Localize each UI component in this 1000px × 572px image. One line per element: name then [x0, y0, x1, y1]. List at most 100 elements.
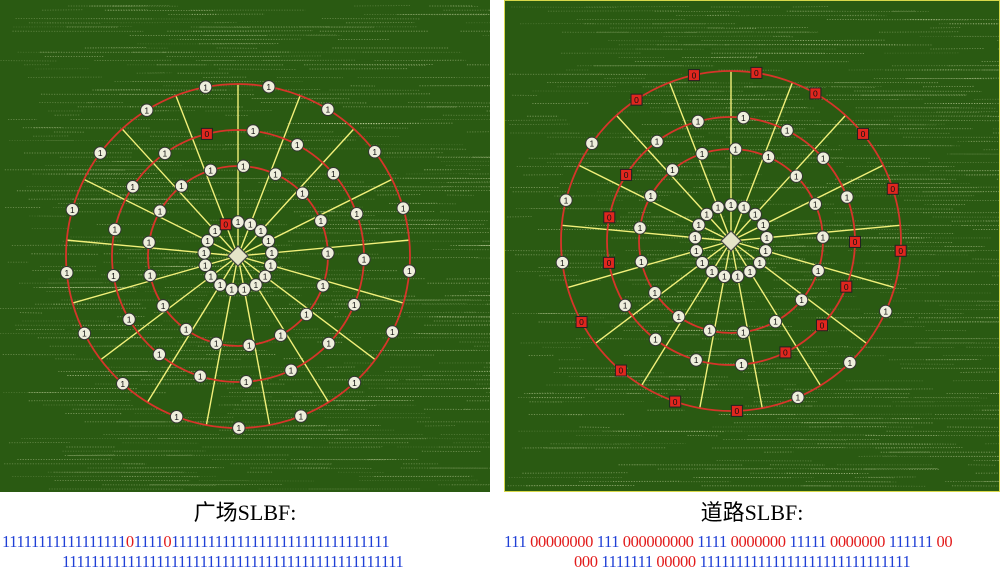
bit-one: 1 — [707, 552, 714, 571]
node-one: 1 — [296, 187, 308, 199]
bit-one: 1 — [104, 532, 111, 551]
bit-one: 1 — [134, 532, 141, 551]
node-one: 1 — [403, 265, 415, 277]
node-one: 1 — [666, 164, 678, 176]
bit-one: 1 — [96, 532, 103, 551]
node-one: 1 — [263, 81, 275, 93]
bit-zero: 0 — [546, 532, 554, 551]
svg-text:1: 1 — [813, 199, 818, 209]
svg-text:1: 1 — [289, 365, 294, 375]
node-one: 1 — [66, 204, 78, 216]
bit-one: 1 — [902, 552, 910, 571]
bit-zero: 0 — [590, 552, 598, 571]
bit-zero: 0 — [664, 552, 672, 571]
svg-text:1: 1 — [127, 315, 132, 325]
bit-one: 1 — [852, 552, 859, 571]
square-bit-sequence-line-2: 1111111111111111111111111111111111111111… — [62, 552, 403, 572]
road-slbf-title: 道路SLBF: — [504, 500, 1000, 526]
svg-text:1: 1 — [710, 267, 715, 277]
bit-zero: 0 — [163, 532, 171, 551]
svg-text:1: 1 — [623, 301, 628, 311]
node-one: 1 — [322, 103, 334, 115]
node-one: 1 — [690, 354, 702, 366]
node-zero: 0 — [621, 169, 632, 180]
bit-zero: 0 — [672, 552, 680, 571]
node-zero: 0 — [604, 212, 615, 223]
bit-one: 1 — [67, 532, 74, 551]
node-one: 1 — [285, 364, 297, 376]
svg-text:1: 1 — [742, 203, 747, 213]
node-one: 1 — [266, 247, 278, 259]
node-zero: 0 — [895, 245, 906, 256]
svg-text:1: 1 — [694, 246, 699, 256]
bit-one: 1 — [98, 552, 105, 571]
bit-one: 1 — [338, 552, 345, 571]
svg-text:1: 1 — [236, 217, 241, 227]
svg-text:1: 1 — [163, 149, 168, 159]
node-one: 1 — [817, 152, 829, 164]
svg-text:1: 1 — [304, 310, 309, 320]
svg-text:1: 1 — [203, 82, 208, 92]
bit-one: 1 — [697, 532, 704, 551]
svg-text:1: 1 — [707, 326, 712, 336]
node-one: 1 — [153, 348, 165, 360]
bit-zero: 0 — [680, 552, 688, 571]
svg-text:1: 1 — [653, 288, 658, 298]
node-one: 1 — [159, 147, 171, 159]
svg-text:1: 1 — [796, 392, 801, 402]
node-one: 1 — [243, 339, 255, 351]
node-one: 1 — [397, 202, 409, 214]
svg-text:0: 0 — [735, 406, 740, 416]
bit-zero: 0 — [530, 532, 538, 551]
bit-one: 1 — [75, 532, 82, 551]
node-one: 1 — [262, 235, 274, 247]
node-zero: 0 — [576, 317, 587, 328]
svg-text:1: 1 — [266, 236, 271, 246]
bit-one: 1 — [185, 552, 192, 571]
bit-one: 1 — [113, 552, 120, 571]
node-zero: 0 — [887, 183, 898, 194]
bit-one: 1 — [367, 552, 374, 571]
node-one: 1 — [291, 139, 303, 151]
node-one: 1 — [144, 269, 156, 281]
bit-one: 1 — [910, 532, 917, 551]
svg-text:1: 1 — [821, 232, 826, 242]
node-one: 1 — [275, 329, 287, 341]
svg-text:1: 1 — [883, 307, 888, 317]
bit-zero: 0 — [686, 532, 694, 551]
node-one: 1 — [729, 143, 741, 155]
node-one: 1 — [696, 256, 708, 268]
bit-zero: 0 — [678, 532, 686, 551]
node-one: 1 — [703, 324, 715, 336]
svg-text:1: 1 — [263, 272, 268, 282]
bit-one: 1 — [9, 532, 16, 551]
bit-zero: 0 — [877, 532, 885, 551]
node-one: 1 — [205, 270, 217, 282]
node-one: 1 — [673, 311, 685, 323]
svg-text:1: 1 — [700, 258, 705, 268]
bit-zero: 0 — [688, 552, 696, 571]
svg-text:1: 1 — [174, 412, 179, 422]
node-one: 1 — [769, 315, 781, 327]
bit-one: 1 — [815, 552, 822, 571]
svg-text:1: 1 — [295, 140, 300, 150]
svg-text:1: 1 — [763, 246, 768, 256]
svg-text:1: 1 — [161, 301, 166, 311]
node-one: 1 — [790, 170, 802, 182]
svg-text:1: 1 — [236, 423, 241, 433]
svg-text:1: 1 — [696, 220, 701, 230]
svg-text:1: 1 — [158, 206, 163, 216]
svg-text:1: 1 — [716, 203, 721, 213]
bit-one: 1 — [222, 552, 229, 571]
svg-text:1: 1 — [208, 165, 213, 175]
node-one: 1 — [735, 358, 747, 370]
node-one: 1 — [194, 370, 206, 382]
node-one: 1 — [141, 104, 153, 116]
node-one: 1 — [712, 201, 724, 213]
node-zero: 0 — [810, 88, 821, 99]
svg-text:1: 1 — [696, 117, 701, 127]
bit-one: 1 — [164, 552, 171, 571]
node-zero: 0 — [220, 219, 231, 230]
node-one: 1 — [358, 253, 370, 265]
node-one: 1 — [315, 215, 327, 227]
